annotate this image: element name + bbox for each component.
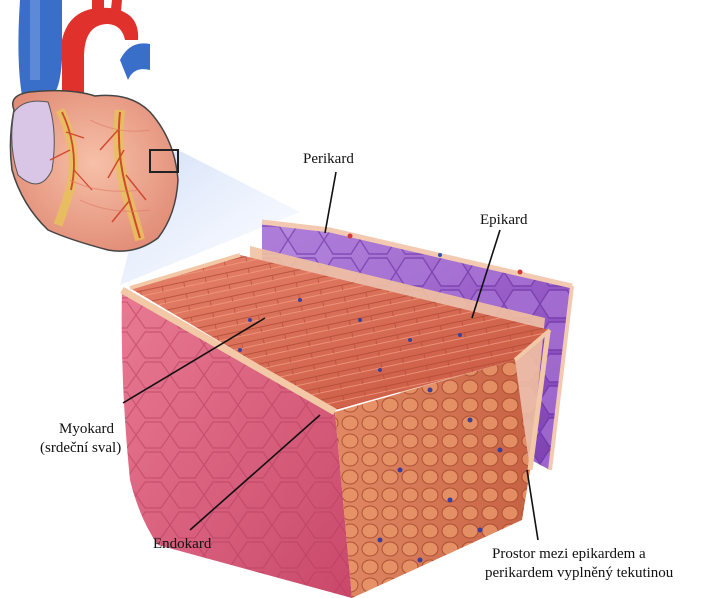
label-myokard-sub: (srdeční sval) bbox=[40, 440, 121, 456]
label-endokard: Endokard bbox=[153, 536, 212, 552]
heart-illustration bbox=[10, 0, 178, 251]
label-perikard: Perikard bbox=[303, 151, 354, 167]
leader-line-prostor bbox=[527, 470, 538, 540]
leader-line-perikard bbox=[325, 172, 336, 233]
label-prostor-line1: Prostor mezi epikardem a bbox=[492, 546, 646, 562]
label-prostor-line2: perikardem vyplněný tekutinou bbox=[485, 565, 674, 581]
label-epikard: Epikard bbox=[480, 212, 528, 228]
label-myokard: Myokard bbox=[59, 421, 114, 437]
